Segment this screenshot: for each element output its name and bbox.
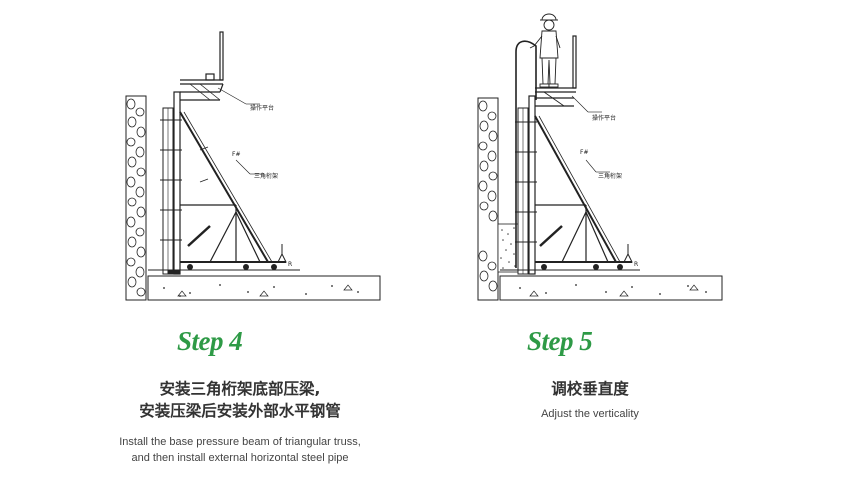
concrete-slab	[499, 269, 723, 301]
step-5-panel: 操作平台 F# 三角桁架 R Step 5 调校垂直度 Adjust the v…	[440, 0, 770, 496]
formwork-panel	[160, 91, 182, 275]
rock-wall	[477, 97, 499, 301]
step-4-panel: 操作平台 F# 三角桁架 R Step 4 安装三角桁架底部压梁, 安装压梁后安…	[60, 0, 420, 496]
triangular-truss	[534, 97, 632, 263]
platform-label: 操作平台	[592, 114, 616, 122]
f-label: F#	[232, 151, 240, 158]
step-4-en-line2: and then install external horizontal ste…	[131, 452, 349, 464]
truss-label: 三角桁架	[598, 172, 622, 180]
operating-platform	[180, 31, 224, 101]
step-4-zh-line1: 安装三角桁架底部压梁,	[159, 380, 321, 398]
formwork-panel	[515, 95, 537, 275]
worker-figure	[529, 13, 561, 88]
rock-wall	[125, 95, 147, 301]
triangular-truss	[179, 91, 286, 263]
anchor-bolts	[541, 244, 633, 270]
step-4-diagram: 操作平台 F# 三角桁架 R	[125, 31, 381, 301]
step-5-en-line1: Adjust the verticality	[541, 408, 639, 420]
truss-label: 三角桁架	[254, 172, 278, 180]
step-4-title: Step 4	[177, 326, 243, 356]
concrete-slab	[147, 269, 381, 301]
leader-lines	[217, 87, 264, 175]
poured-concrete	[497, 223, 519, 273]
step-4-zh-line2: 安装压梁后安装外部水平钢管	[139, 402, 341, 420]
step-5-diagram: 操作平台 F# 三角桁架 R	[477, 13, 723, 301]
platform-label: 操作平台	[250, 104, 274, 112]
r-label: R	[634, 261, 638, 268]
step-5-title: Step 5	[527, 326, 593, 356]
step-5-zh-line1: 调校垂直度	[551, 380, 629, 398]
leader-lines	[571, 95, 610, 173]
step-4-en-line1: Install the base pressure beam of triang…	[119, 436, 361, 448]
anchor-bolts	[167, 244, 287, 275]
r-label: R	[288, 261, 292, 268]
f-label: F#	[580, 149, 588, 156]
operating-platform	[515, 35, 577, 268]
